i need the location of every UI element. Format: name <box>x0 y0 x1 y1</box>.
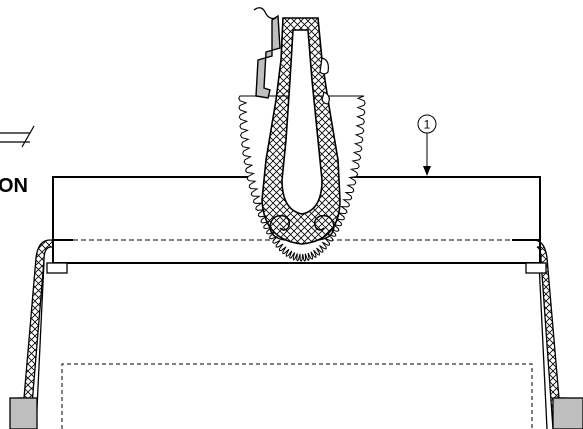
right-wall <box>525 239 583 429</box>
fabric-fold-assembly <box>238 7 366 263</box>
left-curl <box>269 215 291 241</box>
partial-label: ON <box>0 175 28 197</box>
lower-dashed-outline <box>61 363 533 429</box>
right-curl <box>313 215 335 241</box>
left-clip <box>255 14 281 99</box>
left-wall <box>9 239 68 429</box>
callout-1-number: 1 <box>424 118 431 132</box>
inner-tongue <box>281 29 323 215</box>
partial-symbol-left <box>0 125 35 148</box>
right-clip <box>319 57 330 105</box>
callout-1: 1 <box>417 114 437 176</box>
callout-1-arrowhead <box>423 166 431 176</box>
left-clip-thread <box>253 7 277 20</box>
